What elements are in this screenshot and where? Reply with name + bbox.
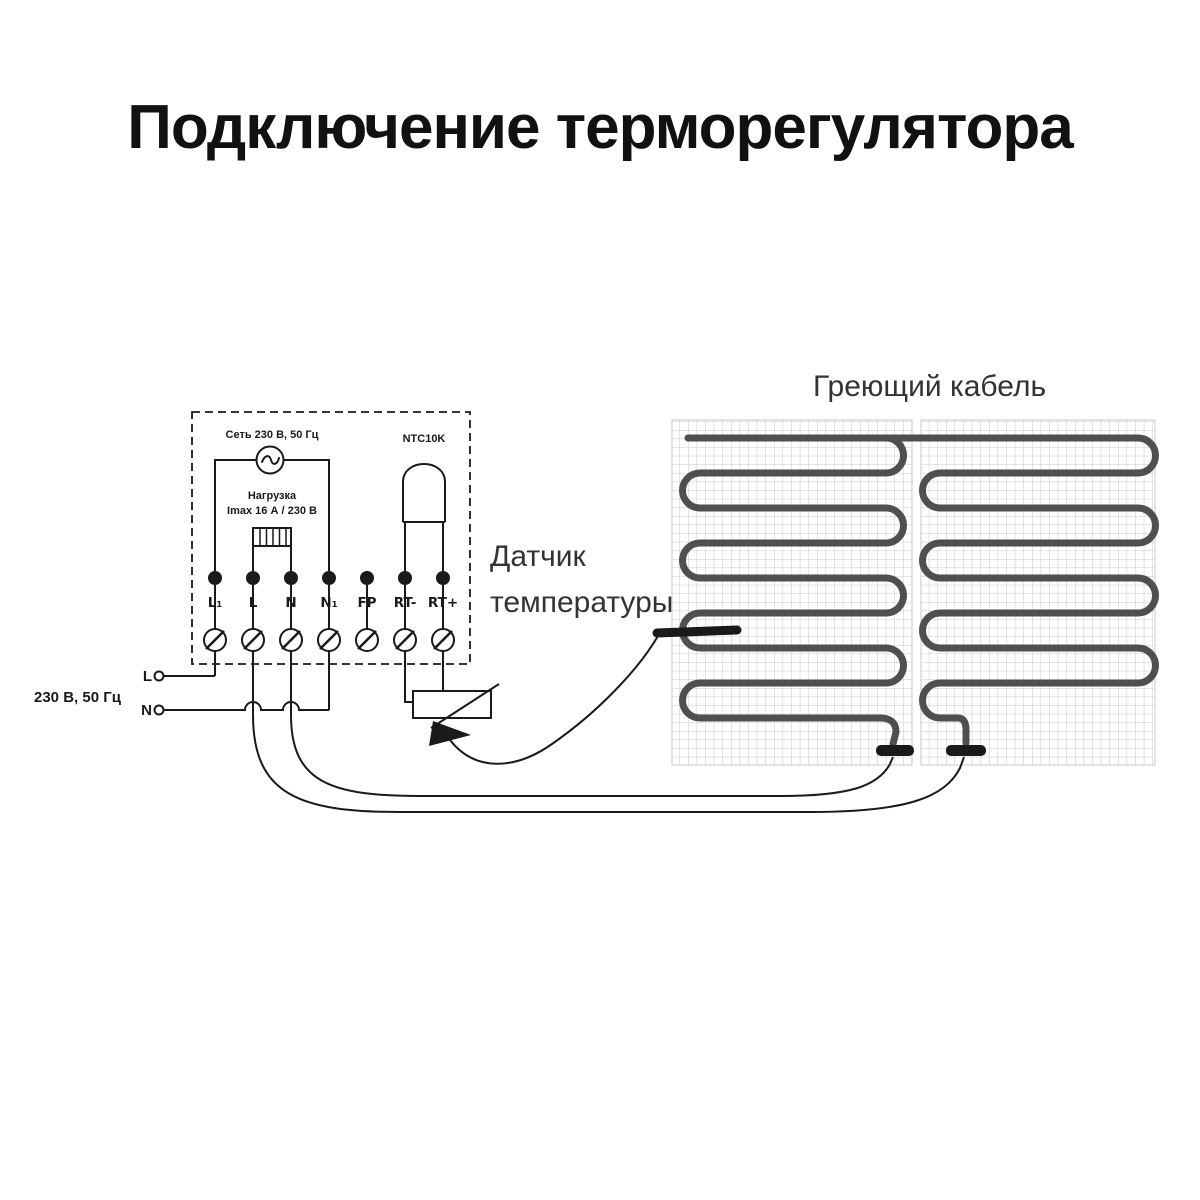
sensor-wire-rt-minus bbox=[404, 651, 413, 703]
terminal-l1: L₁ bbox=[203, 571, 227, 652]
thermostat-box-outline bbox=[191, 411, 471, 665]
terminal-label: N₁ bbox=[320, 595, 337, 611]
terminal-label: L₁ bbox=[208, 595, 223, 611]
thermistor-diagonal-icon bbox=[430, 683, 500, 729]
terminal-label: RT+ bbox=[428, 595, 458, 611]
terminal-label: FP bbox=[357, 595, 376, 611]
heating-mat bbox=[671, 419, 1159, 766]
screw-slot-icon bbox=[433, 630, 453, 650]
ac-tilde-icon bbox=[261, 455, 280, 465]
sensor-cable bbox=[449, 635, 659, 765]
mains-supply: 230 В, 50 Гц L N bbox=[34, 651, 330, 719]
terminal-dot bbox=[284, 571, 298, 585]
terminal-dot bbox=[322, 571, 336, 585]
terminal-dot bbox=[360, 571, 374, 585]
terminal-l: L bbox=[241, 571, 265, 652]
floor-sensor bbox=[404, 625, 742, 765]
terminal-label: L bbox=[249, 595, 258, 611]
temperature-sensor-label-line1: Датчик bbox=[490, 540, 586, 573]
terminal-dot bbox=[208, 571, 222, 585]
sensor-probe bbox=[652, 625, 742, 638]
line-wire bbox=[164, 651, 216, 677]
mat-panel-right bbox=[920, 419, 1156, 766]
screw-slot-icon bbox=[205, 630, 225, 650]
cable-connector-bar-right bbox=[946, 745, 986, 756]
mains-label: Сеть 230 В, 50 Гц bbox=[226, 429, 319, 441]
heating-cable-right-serpentine bbox=[919, 434, 1159, 747]
screw-slot-icon bbox=[357, 630, 377, 650]
terminal-dot bbox=[398, 571, 412, 585]
terminal-dot bbox=[436, 571, 450, 585]
line-terminal-icon bbox=[153, 670, 165, 682]
neutral-terminal-icon bbox=[153, 704, 165, 716]
screw-slot-icon bbox=[319, 630, 339, 650]
heating-cable-left-serpentine bbox=[679, 434, 907, 748]
terminal-label: RT- bbox=[394, 595, 417, 611]
load-label-line2: Imax 16 А / 230 В bbox=[227, 505, 317, 517]
mat-panel-left bbox=[671, 419, 913, 766]
supply-line-label: L bbox=[143, 668, 152, 685]
terminal-n1: N₁ bbox=[317, 571, 341, 652]
screw-slot-icon bbox=[281, 630, 301, 650]
sensor-cable-kink-icon bbox=[429, 721, 471, 746]
ac-wire-left bbox=[214, 459, 256, 571]
ntc-label: NTC10K bbox=[403, 433, 446, 445]
terminal-dot bbox=[246, 571, 260, 585]
terminal-label: N bbox=[285, 595, 296, 611]
thermostat-terminal-box: Сеть 230 В, 50 Гц Нагрузка Imax 16 А / 2… bbox=[191, 411, 471, 665]
load-resistor-icon bbox=[252, 527, 292, 547]
load-hatch-icon bbox=[259, 528, 287, 546]
terminal-fp: FP bbox=[355, 571, 379, 652]
load-wire-to-mat-outer bbox=[252, 651, 965, 813]
temperature-sensor-label-line2: температуры bbox=[490, 586, 673, 619]
ntc-capsule-icon bbox=[402, 463, 446, 523]
supply-neutral-label: N bbox=[141, 702, 152, 719]
supply-voltage-label: 230 В, 50 Гц bbox=[34, 689, 122, 706]
neutral-wire bbox=[164, 651, 330, 711]
screw-slot-icon bbox=[243, 630, 263, 650]
page-title: Подключение терморегулятора bbox=[127, 93, 1073, 162]
terminal-n: N bbox=[279, 571, 303, 652]
cable-connector-bar-left bbox=[876, 745, 914, 756]
load-label-line1: Нагрузка bbox=[248, 490, 297, 502]
terminal-rt-minus: RT- bbox=[393, 571, 417, 652]
load-wire-to-mat-inner bbox=[290, 651, 894, 797]
ac-wire-right bbox=[284, 459, 330, 571]
terminal-rt-plus: RT+ bbox=[428, 571, 458, 652]
screw-slot-icon bbox=[395, 630, 415, 650]
heating-cable-label: Греющий кабель bbox=[813, 370, 1046, 403]
